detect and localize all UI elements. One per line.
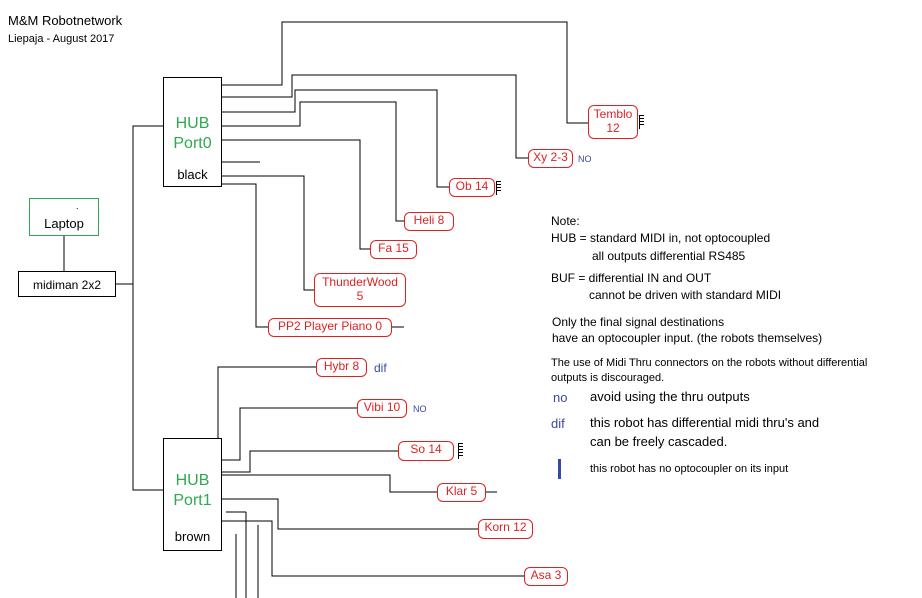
- robot-thunderwood: ThunderWood 5: [314, 273, 406, 307]
- robot-hybr-label: Hybr 8: [323, 359, 360, 373]
- robot-so: So 14: [398, 441, 454, 461]
- note-buf-line2: cannot be driven with standard MIDI: [589, 288, 782, 302]
- note-hub-line1: HUB = standard MIDI in, not optocoupled: [551, 231, 771, 245]
- robot-korn-label: Korn 12: [484, 520, 527, 534]
- wire-temblo: [222, 21, 588, 124]
- robot-thunderwood-number: 5: [356, 289, 364, 303]
- hub-port1-color: brown: [174, 529, 211, 544]
- robot-klar: Klar 5: [437, 483, 486, 502]
- hub-port0-port: Port0: [173, 135, 212, 152]
- wire-so: [222, 450, 398, 473]
- robot-temblo-name: Temblo: [593, 107, 633, 121]
- robot-ob: Ob 14: [449, 178, 495, 197]
- note-final-line1: Only the final signal destinations: [552, 315, 725, 329]
- robot-fa-label: Fa 15: [378, 241, 409, 255]
- wire-thunderwood: [222, 175, 314, 291]
- legend-dif-key: dif: [551, 416, 565, 431]
- robot-ob-label: Ob 14: [455, 179, 489, 193]
- hub-port1-name: HUB: [175, 472, 210, 489]
- robot-thunderwood-name: ThunderWood: [322, 275, 398, 289]
- robot-heli: Heli 8: [404, 212, 454, 231]
- robot-vibi-tag: NO: [413, 404, 427, 414]
- diagram-title: M&M Robotnetwork: [8, 13, 123, 28]
- wire-hybr: [217, 366, 316, 438]
- midiman-label: midiman 2x2: [32, 278, 102, 292]
- robot-asa-label: Asa 3: [530, 568, 562, 582]
- robot-temblo-number: 12: [606, 121, 620, 135]
- wire-asa: [222, 520, 524, 577]
- wire-trunk-hub1: [132, 284, 163, 491]
- laptop-label: Laptop: [44, 216, 84, 231]
- laptop-node: . Laptop: [29, 198, 99, 236]
- legend-dif-text-line2: can be freely cascaded.: [590, 434, 728, 449]
- legend-dif-text-line1: this robot has differential midi thru's …: [590, 415, 820, 430]
- legend-no-text: avoid using the thru outputs: [590, 389, 750, 404]
- note-thru-line2: outputs is discouraged.: [551, 372, 665, 384]
- note-heading: Note:: [551, 214, 580, 228]
- note-hub-line2: all outputs differential RS485: [592, 249, 746, 263]
- wire-fa: [222, 139, 370, 250]
- hub-port0-name: HUB: [175, 115, 210, 132]
- note-buf-line1: BUF = differential IN and OUT: [551, 271, 712, 285]
- robot-temblo: Temblo 12: [588, 105, 638, 139]
- robot-hybr-tag: dif: [374, 361, 387, 375]
- midiman-node: midiman 2x2: [18, 271, 116, 297]
- robot-heli-label: Heli 8: [413, 213, 445, 227]
- robot-klar-label: Klar 5: [445, 484, 478, 498]
- robot-asa: Asa 3: [524, 567, 568, 586]
- robot-xy: Xy 2-3: [528, 149, 573, 168]
- laptop-dot: .: [76, 201, 79, 211]
- wire-trunk-hub0: [132, 125, 163, 284]
- legend-bar-text: this robot has no optocoupler on its inp…: [590, 463, 789, 475]
- robot-xy-tag: NO: [578, 154, 592, 164]
- robot-pp2: PP2 Player Piano 0: [268, 318, 392, 337]
- robot-korn: Korn 12: [478, 519, 533, 539]
- hub-port0-color: black: [177, 167, 208, 182]
- robot-hybr: Hybr 8: [316, 358, 367, 377]
- robot-vibi-label: Vibi 10: [363, 400, 401, 414]
- diagram-subtitle: Liepaja - August 2017: [8, 33, 115, 45]
- wire-ob: [222, 89, 449, 188]
- wire-vibi: [222, 407, 357, 461]
- wire-heli: [222, 101, 404, 222]
- robot-fa: Fa 15: [370, 240, 417, 259]
- wire-korn: [222, 498, 478, 530]
- wire-klar: [222, 474, 437, 493]
- note-final-line2: have an optocoupler input. (the robots t…: [552, 331, 823, 345]
- robot-vibi: Vibi 10: [357, 399, 407, 418]
- legend-no-key: no: [553, 390, 568, 405]
- robot-so-label: So 14: [410, 442, 442, 456]
- robot-xy-label: Xy 2-3: [533, 150, 568, 164]
- thru-comb-so: [458, 443, 463, 459]
- hub-port1: HUB Port1 brown: [163, 438, 222, 551]
- hub-port0: HUB Port0 black: [163, 77, 222, 187]
- note-thru-line1: The use of Midi Thru connectors on the r…: [551, 357, 868, 369]
- wire-pp2: [222, 183, 268, 328]
- thru-comb-ob: [496, 181, 501, 195]
- robot-pp2-label: PP2 Player Piano 0: [277, 319, 383, 333]
- hub-port1-port: Port1: [173, 492, 212, 509]
- wire-xy: [222, 74, 528, 159]
- thru-comb-temblo: [639, 115, 644, 129]
- legend-no-optocoupler-bar: [558, 459, 561, 479]
